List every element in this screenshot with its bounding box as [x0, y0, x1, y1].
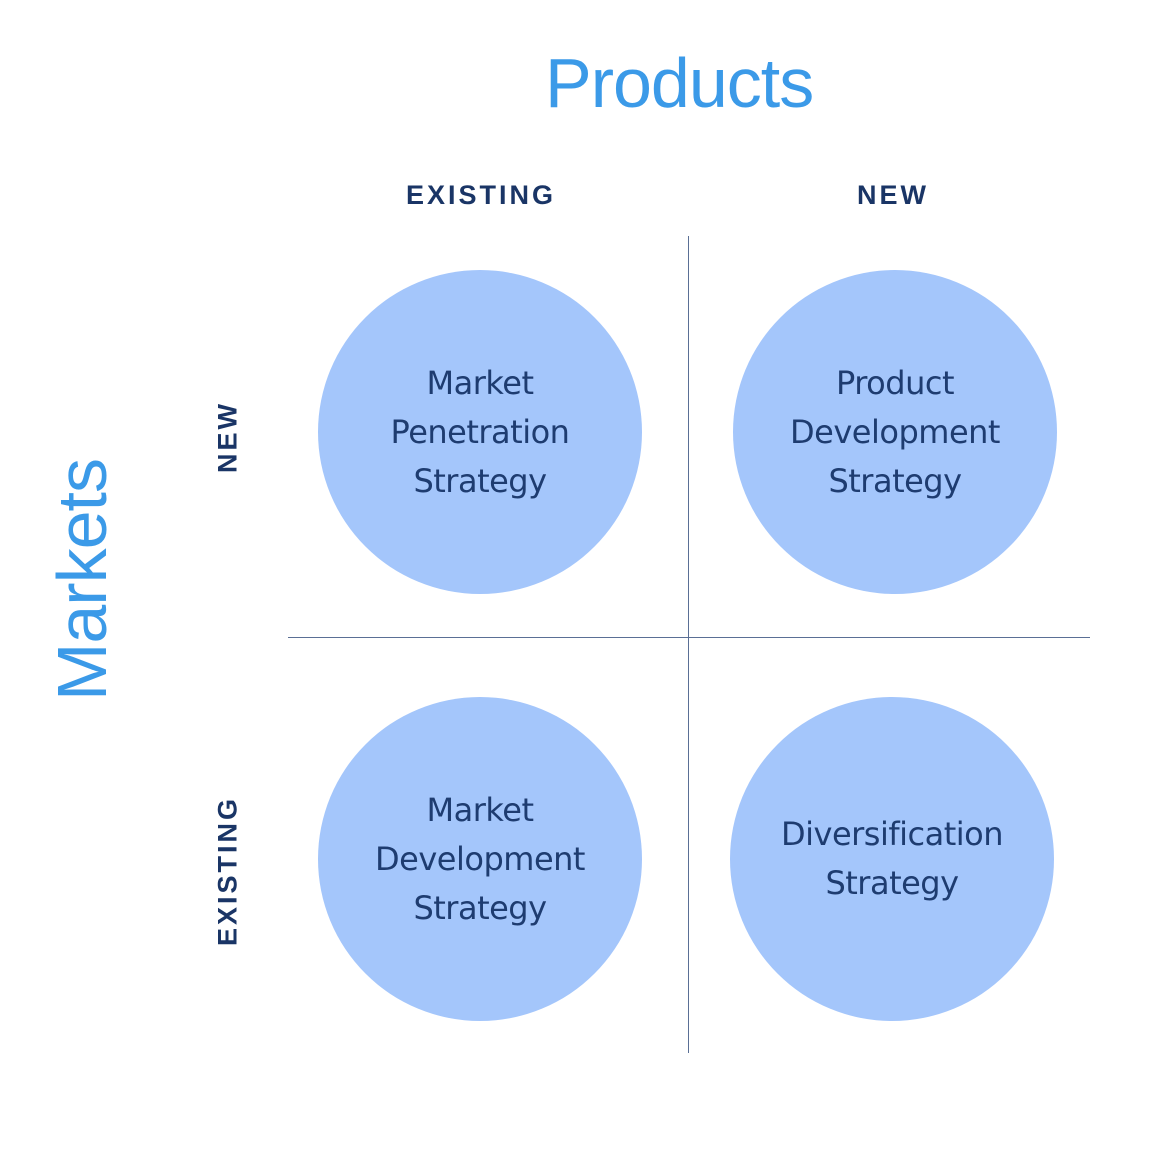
row-label-new: NEW: [212, 401, 243, 473]
quadrant-label: Market Development Strategy: [375, 790, 585, 927]
quadrant-market-development: Market Development Strategy: [318, 697, 642, 1021]
column-label-new: NEW: [857, 180, 929, 210]
quadrant-product-development: Product Development Strategy: [733, 270, 1057, 594]
horizontal-divider: [288, 637, 1090, 638]
products-axis-title: Products: [545, 44, 814, 122]
quadrant-diversification: Diversification Strategy: [730, 697, 1054, 1021]
quadrant-label: Diversification Strategy: [780, 815, 1004, 902]
column-label-existing: EXISTING: [405, 180, 557, 210]
vertical-divider: [688, 236, 689, 1053]
markets-axis-title: Markets: [43, 459, 121, 701]
quadrant-market-penetration: Market Penetration Strategy: [318, 270, 642, 594]
quadrant-label: Product Development Strategy: [790, 363, 1000, 500]
quadrant-label: Market Penetration Strategy: [390, 363, 570, 500]
row-label-existing: EXISTING: [212, 795, 243, 947]
